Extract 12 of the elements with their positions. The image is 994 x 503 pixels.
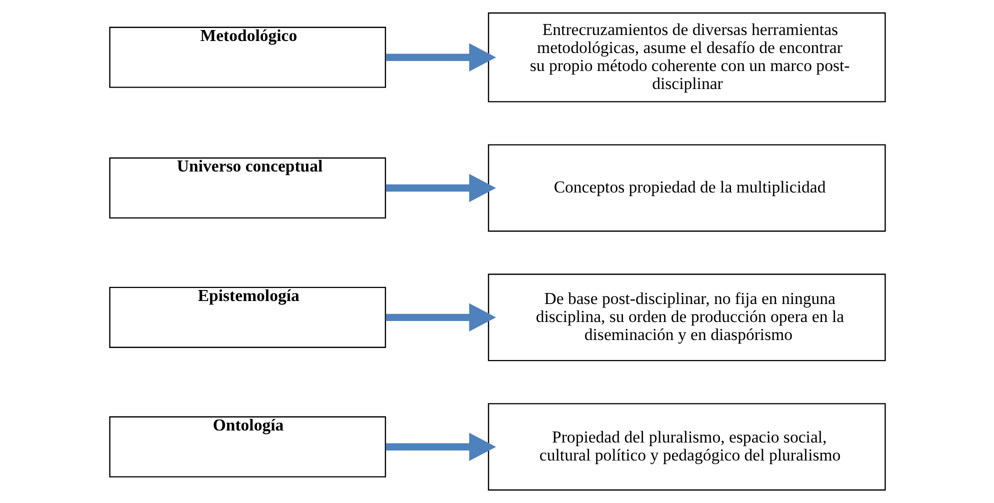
node-box: Metodológico (108, 26, 386, 88)
arrow (385, 174, 496, 202)
node-box: Ontología (108, 416, 386, 478)
node-box: Epistemología (108, 286, 386, 348)
arrow (385, 43, 496, 72)
node-box: Entrecruzamientos de diversas herramientas metodológicas, asume el desafío de encontrar su propio método coherente con un marco post-disciplinar (487, 12, 886, 102)
node-box: Universo conceptual (108, 157, 386, 219)
arrow (385, 432, 496, 461)
node-box: De base post-disciplinar, no fija en ninguna disciplina, su orden de producción opera en la diseminación y en diaspórismo (487, 274, 886, 362)
arrow (385, 303, 496, 332)
node-box: Conceptos propiedad de la multiplicidad (487, 144, 886, 232)
node-box: Propiedad del pluralismo, espacio social, cultural político y pedagógico del pluralismo (487, 403, 886, 491)
